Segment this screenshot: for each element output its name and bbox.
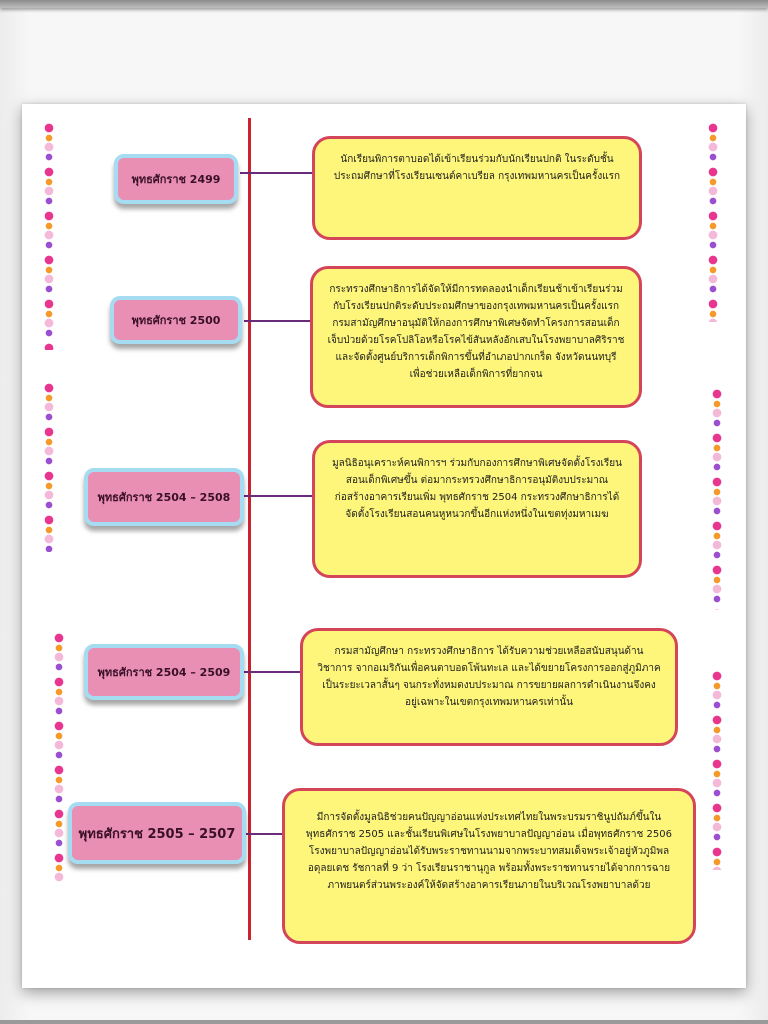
event-description: มีการจัดตั้งมูลนิธิช่วยคนปัญญาอ่อนแห่งปร…: [282, 788, 696, 944]
flower-garland-icon: [52, 632, 66, 882]
flower-garland-icon: [710, 670, 724, 870]
date-label: พุทธศักราช 2500: [110, 296, 242, 344]
connector-line: [244, 320, 310, 322]
date-label: พุทธศักราช 2505 – 2507: [68, 802, 246, 864]
timeline-line: [248, 118, 251, 940]
flower-garland-icon: [706, 122, 720, 322]
event-description: มูลนิธิอนุเคราะห์คนพิการฯ ร่วมกับกองการศ…: [312, 440, 642, 578]
connector-line: [244, 671, 300, 673]
date-label: พุทธศักราช 2504 – 2509: [84, 644, 244, 700]
connector-line: [240, 172, 314, 174]
event-description: นักเรียนพิการตาบอดได้เข้าเรียนร่วมกับนัก…: [312, 136, 642, 240]
event-description: กระทรวงศึกษาธิการได้จัดให้มีการทดลองนำเด…: [310, 266, 642, 408]
date-label: พุทธศักราช 2499: [114, 154, 238, 204]
connector-line: [244, 495, 314, 497]
bottom-edge: [0, 1020, 768, 1024]
flower-garland-icon: [710, 388, 724, 610]
flower-garland-icon: [42, 382, 56, 552]
event-description: กรมสามัญศึกษา กระทรวงศึกษาธิการ ได้รับคว…: [300, 628, 678, 746]
top-edge: [0, 0, 768, 8]
connector-line: [246, 833, 284, 835]
flower-garland-icon: [42, 122, 56, 350]
date-label: พุทธศักราช 2504 – 2508: [84, 468, 244, 526]
